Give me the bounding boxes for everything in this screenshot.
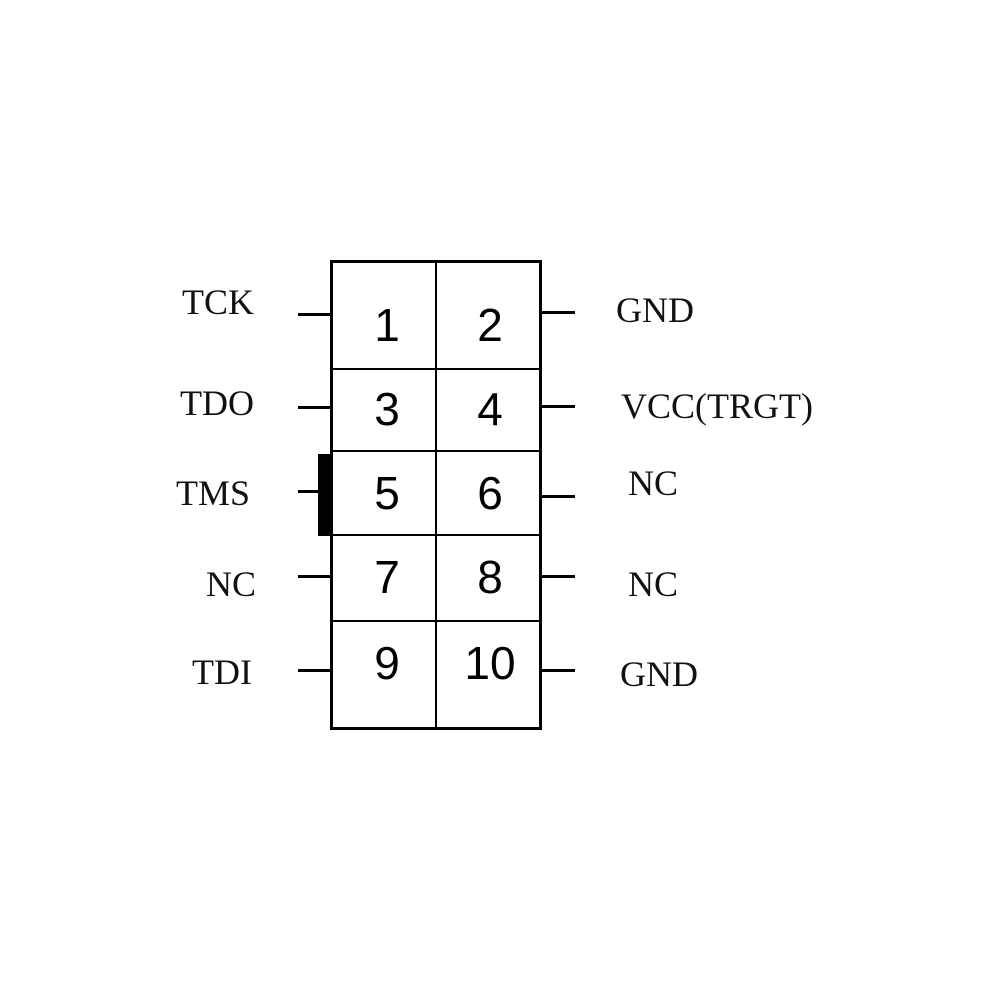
signal-label-right: VCC(TRGT) <box>621 386 813 426</box>
pin-number: 5 <box>374 467 400 519</box>
pin-lead <box>542 405 575 408</box>
pin-lead <box>542 311 575 314</box>
signal-label-left: TCK <box>182 282 254 322</box>
pin-lead <box>298 669 331 672</box>
pin-number: 7 <box>374 551 400 603</box>
row-divider <box>331 368 541 370</box>
pin-number: 4 <box>477 383 503 435</box>
signal-label-left: TDI <box>192 652 252 692</box>
pin-lead <box>298 313 331 316</box>
row-divider <box>331 534 541 536</box>
pin-number: 3 <box>374 383 400 435</box>
pin-lead <box>542 495 575 498</box>
connector-outline <box>330 260 542 730</box>
signal-label-left: TMS <box>175 473 250 513</box>
pin-number: 1 <box>374 299 400 351</box>
pin-lead <box>298 575 331 578</box>
signal-label-right: GND <box>616 290 694 330</box>
signal-label-right: NC <box>628 463 679 503</box>
pin-number: 2 <box>477 299 503 351</box>
pin-number: 8 <box>477 551 503 603</box>
pin-lead <box>542 575 575 578</box>
row-divider <box>331 620 541 622</box>
pin-number: 10 <box>464 637 516 689</box>
pin-lead <box>298 406 331 409</box>
connector-key-notch <box>318 454 331 536</box>
signal-label-left: NC <box>205 564 256 604</box>
pin-number: 9 <box>374 637 400 689</box>
pin-lead <box>298 490 331 493</box>
pin-lead <box>542 669 575 672</box>
signal-label-right: GND <box>620 654 698 694</box>
row-divider <box>331 450 541 452</box>
column-divider <box>435 262 437 728</box>
pin-number: 6 <box>477 467 503 519</box>
signal-label-right: NC <box>628 564 679 604</box>
signal-label-left: TDO <box>180 383 254 423</box>
